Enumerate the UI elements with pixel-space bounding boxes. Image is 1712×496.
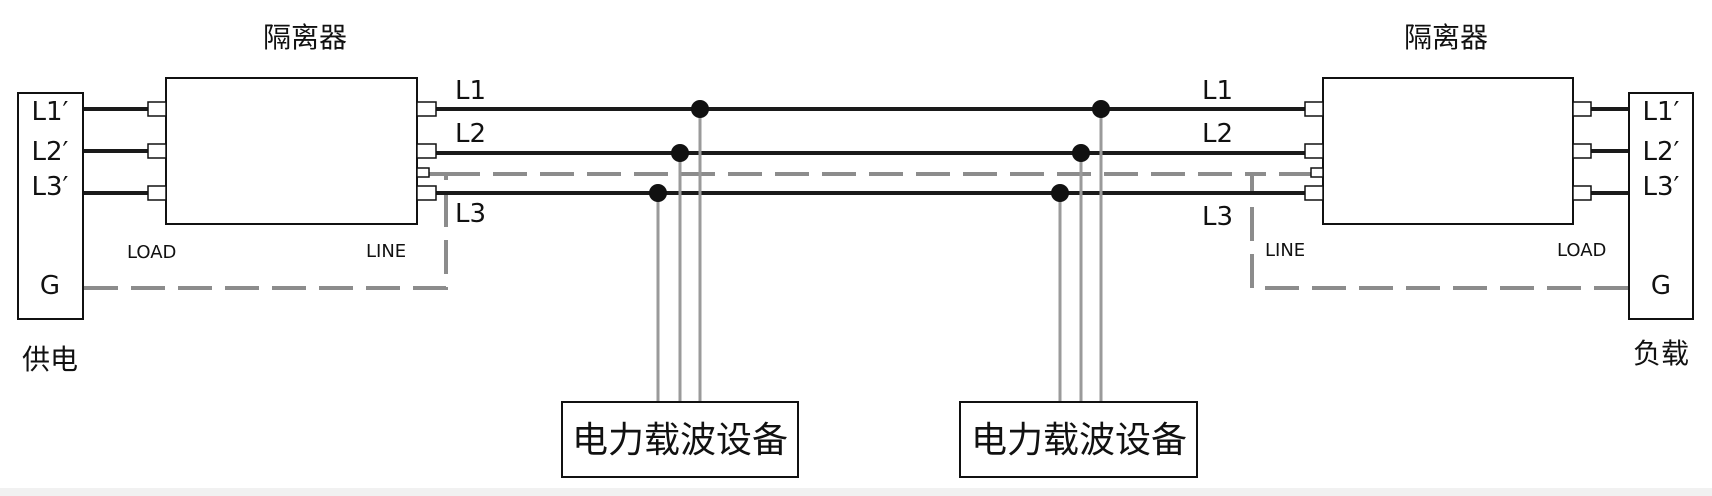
ground-wire-left <box>84 172 448 290</box>
supply-label: 供电 <box>22 343 78 376</box>
carrier-device-box <box>959 401 1198 478</box>
isolator-right-line-label: LINE <box>1265 240 1305 261</box>
junction-dot <box>1072 144 1090 162</box>
isolator-left-pin <box>416 185 437 201</box>
supply-terminal-l1: L1′ <box>32 97 69 127</box>
isolator-right-pin <box>1572 185 1592 201</box>
bottom-strip <box>0 488 1712 496</box>
isolator-right-title: 隔离器 <box>1404 21 1488 54</box>
junction-dot <box>671 144 689 162</box>
load-terminal-l2: L2′ <box>1643 137 1680 167</box>
load-terminal-l3: L3′ <box>1643 172 1680 202</box>
carrier-device-box <box>561 401 799 478</box>
isolator-left-load-label: LOAD <box>127 242 176 263</box>
isolator-right-pin <box>1304 185 1324 201</box>
load-label: 负载 <box>1633 337 1689 370</box>
junction-dot <box>691 100 709 118</box>
isolator-left-pin <box>416 101 437 117</box>
isolator-right-pin <box>1572 143 1592 159</box>
isolator-right-pin <box>1304 101 1324 117</box>
load-terminal-l1: L1′ <box>1643 97 1680 127</box>
isolator-left-pin <box>416 143 437 159</box>
isolator-left-line-label: LINE <box>366 241 406 262</box>
load-ground: G <box>1651 271 1671 301</box>
supply-terminal-block <box>17 92 84 320</box>
isolator-right-pin <box>1572 101 1592 117</box>
isolator-right-pin <box>1310 167 1324 178</box>
carrier-device-label: 电力载波设备 <box>572 420 788 461</box>
isolator-right-body <box>1322 77 1574 225</box>
supply-ground: G <box>40 271 60 301</box>
junction-dot <box>1092 100 1110 118</box>
isolator-right-pin <box>1304 143 1324 159</box>
isolator-left-body <box>165 77 418 225</box>
line-label-right-l3: L3 <box>1202 202 1233 232</box>
junction-dot <box>1051 184 1069 202</box>
junction-dot <box>649 184 667 202</box>
line-label-right-l2: L2 <box>1202 119 1233 149</box>
ground-wire-right <box>1250 172 1628 290</box>
isolator-left-title: 隔离器 <box>263 21 347 54</box>
line-label-left-l3: L3 <box>455 199 486 229</box>
line-label-right-l1: L1 <box>1202 76 1233 106</box>
isolator-left-pin <box>147 101 167 117</box>
isolator-left-pin <box>147 185 167 201</box>
load-terminal-block <box>1628 92 1694 320</box>
line-label-left-l2: L2 <box>455 119 486 149</box>
carrier-device-label: 电力载波设备 <box>971 420 1187 461</box>
line-label-left-l1: L1 <box>455 76 486 106</box>
isolator-left-pin <box>147 143 167 159</box>
supply-terminal-l3: L3′ <box>32 172 69 202</box>
supply-terminal-l2: L2′ <box>32 137 69 167</box>
isolator-right-load-label: LOAD <box>1557 240 1606 261</box>
isolator-left-pin <box>416 167 430 178</box>
